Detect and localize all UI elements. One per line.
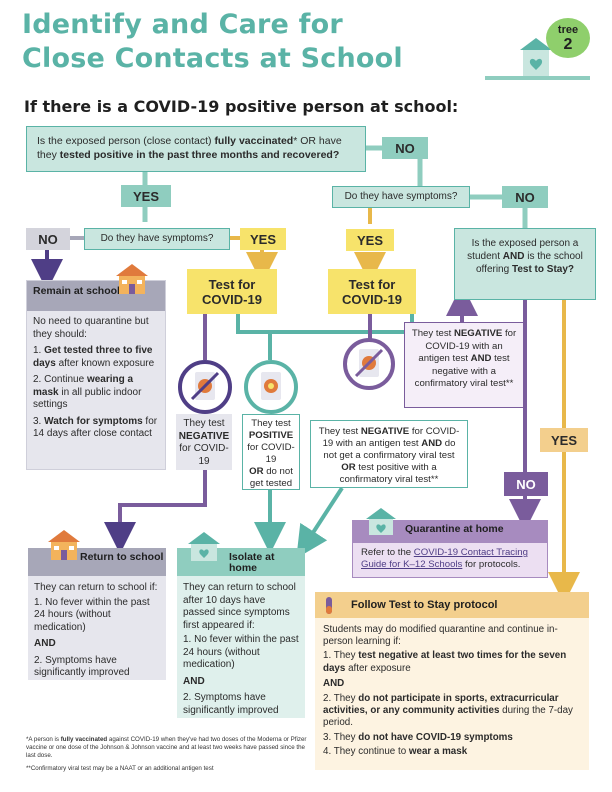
- subtitle: If there is a COVID-19 positive person a…: [24, 97, 459, 116]
- tree-badge: tree 2: [546, 18, 590, 58]
- home-icon: [364, 506, 398, 536]
- remain-item-1: 1. Get tested three to five days after k…: [33, 345, 155, 369]
- tts-header: Follow Test to Stay protocol: [315, 592, 589, 618]
- return-item-1: 1. No fever within the past 24 hours (wi…: [34, 596, 150, 633]
- test-box-right: Test for COVID-19: [328, 269, 416, 314]
- school-icon: [112, 262, 152, 296]
- answer-yes-1: YES: [121, 185, 171, 207]
- question-symptoms-left: Do they have symptoms?: [84, 228, 230, 250]
- answer-no-2: NO: [502, 186, 548, 208]
- contact-tracing-guide-link[interactable]: COVID-19 Contact Tracing Guide for K–12 …: [361, 547, 528, 570]
- tts-item-1: 1. They test negative at least two times…: [323, 650, 567, 674]
- answer-no-test-to-stay: NO: [504, 472, 548, 496]
- antigen-other-result: They test NEGATIVE for COVID-19 with an …: [310, 420, 468, 488]
- positive-test-icon: [244, 360, 298, 414]
- isolate-item-2: 2. Symptoms have significantly improved: [183, 692, 279, 716]
- tts-item-4: 4. They continue to wear a mask: [323, 745, 468, 757]
- page-title: Identify and Care for Close Contacts at …: [22, 9, 403, 74]
- tts-item-2: 2. They do not participate in sports, ex…: [323, 693, 573, 729]
- question-test-to-stay: Is the exposed person a student AND is t…: [454, 228, 596, 300]
- answer-yes-left: YES: [240, 228, 286, 250]
- negative-test-icon: [178, 360, 232, 414]
- remain-item-2: 2. Continue wearing a mask in all public…: [33, 374, 142, 410]
- answer-yes-right: YES: [346, 229, 394, 251]
- answer-no-left: NO: [26, 228, 70, 250]
- quarantine-header: Quarantine at home: [353, 521, 547, 543]
- tts-item-3: 3. They do not have COVID-19 symptoms: [323, 731, 513, 743]
- school-icon-2: [44, 528, 84, 562]
- test-to-stay-panel: Follow Test to Stay protocol Students ma…: [315, 592, 589, 770]
- return-item-2: 2. Symptoms have significantly improved: [34, 654, 130, 679]
- house-icon: [512, 28, 572, 78]
- answer-yes-test-to-stay: YES: [540, 428, 588, 452]
- remain-item-3: 3. Watch for symptoms for 14 days after …: [33, 415, 158, 440]
- antigen-test-icon: [343, 338, 395, 390]
- isolate-item-1: 1. No fever within the past 24 hours (wi…: [183, 634, 299, 670]
- test-tube-icon: [322, 596, 336, 616]
- home-icon-2: [186, 530, 222, 562]
- antigen-negative-result: They test NEGATIVE for COVID-19 with an …: [404, 322, 524, 408]
- negative-result: They test NEGATIVE for COVID-19: [176, 414, 232, 470]
- footnote-vaccinated: *A person is fully vaccinated against CO…: [26, 736, 307, 759]
- isolate-at-home-panel: Isolate at home They can return to schoo…: [177, 548, 305, 718]
- footnote-confirmatory: **Confirmatory viral test may be a NAAT …: [26, 765, 214, 772]
- return-to-school-panel: Return to school They can return to scho…: [28, 548, 166, 680]
- test-box-left: Test for COVID-19: [187, 269, 277, 314]
- question-symptoms-right: Do they have symptoms?: [332, 186, 470, 208]
- question-vaccinated: Is the exposed person (close contact) fu…: [26, 126, 366, 172]
- positive-result: They test POSITIVE for COVID-19 OR do no…: [242, 414, 300, 490]
- remain-at-school-panel: Remain at school No need to quarantine b…: [26, 280, 166, 470]
- answer-no-1: NO: [382, 137, 428, 159]
